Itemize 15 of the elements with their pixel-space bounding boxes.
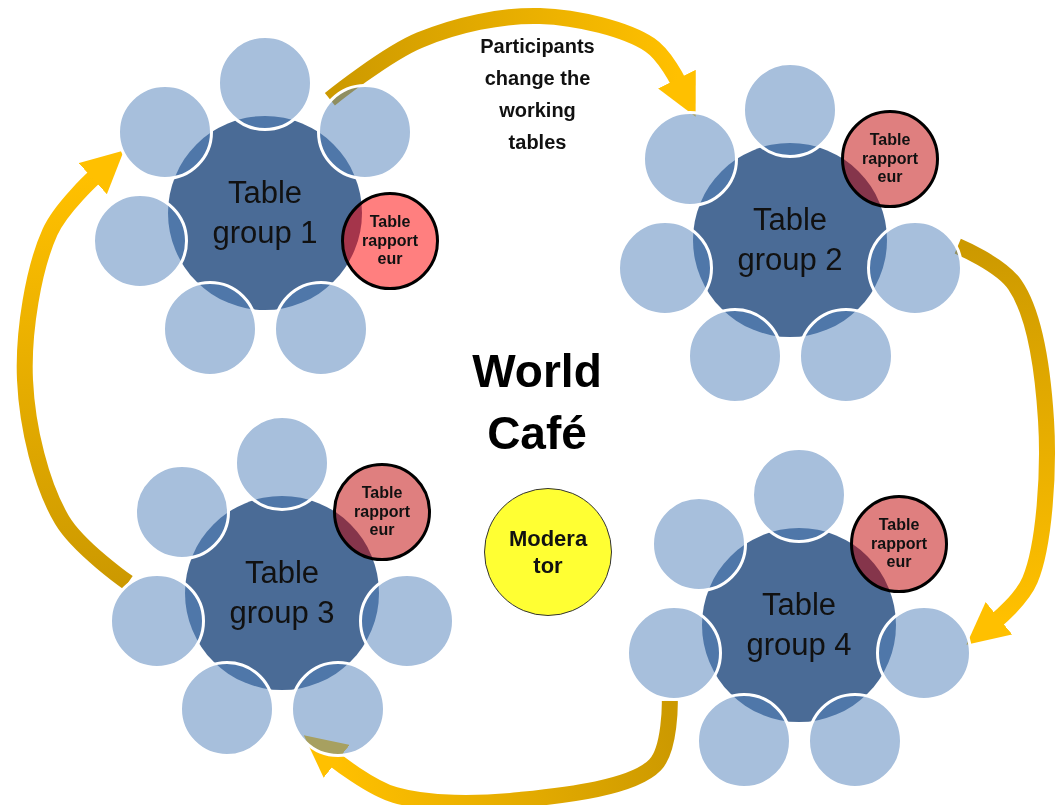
moderator-label: Modera tor bbox=[507, 524, 589, 580]
table-label: Table group 3 bbox=[228, 553, 336, 632]
table-label: Table group 4 bbox=[745, 585, 853, 664]
rapporteur-label: Table rapport eur bbox=[361, 213, 419, 269]
curved-arrow bbox=[954, 238, 1055, 646]
curved-arrow bbox=[303, 700, 678, 805]
curved-arrow bbox=[16, 150, 133, 590]
table-label: Table group 1 bbox=[211, 173, 319, 252]
table-label: Table group 2 bbox=[736, 200, 844, 279]
rapporteur-label: Table rapport eur bbox=[861, 131, 919, 187]
rapporteur-label: Table rapport eur bbox=[870, 516, 928, 572]
rapporteur-label: Table rapport eur bbox=[353, 484, 411, 540]
title: World Café bbox=[471, 344, 603, 462]
note-text: Participants change the working tables bbox=[479, 34, 596, 155]
curved-arrow bbox=[324, 7, 696, 117]
